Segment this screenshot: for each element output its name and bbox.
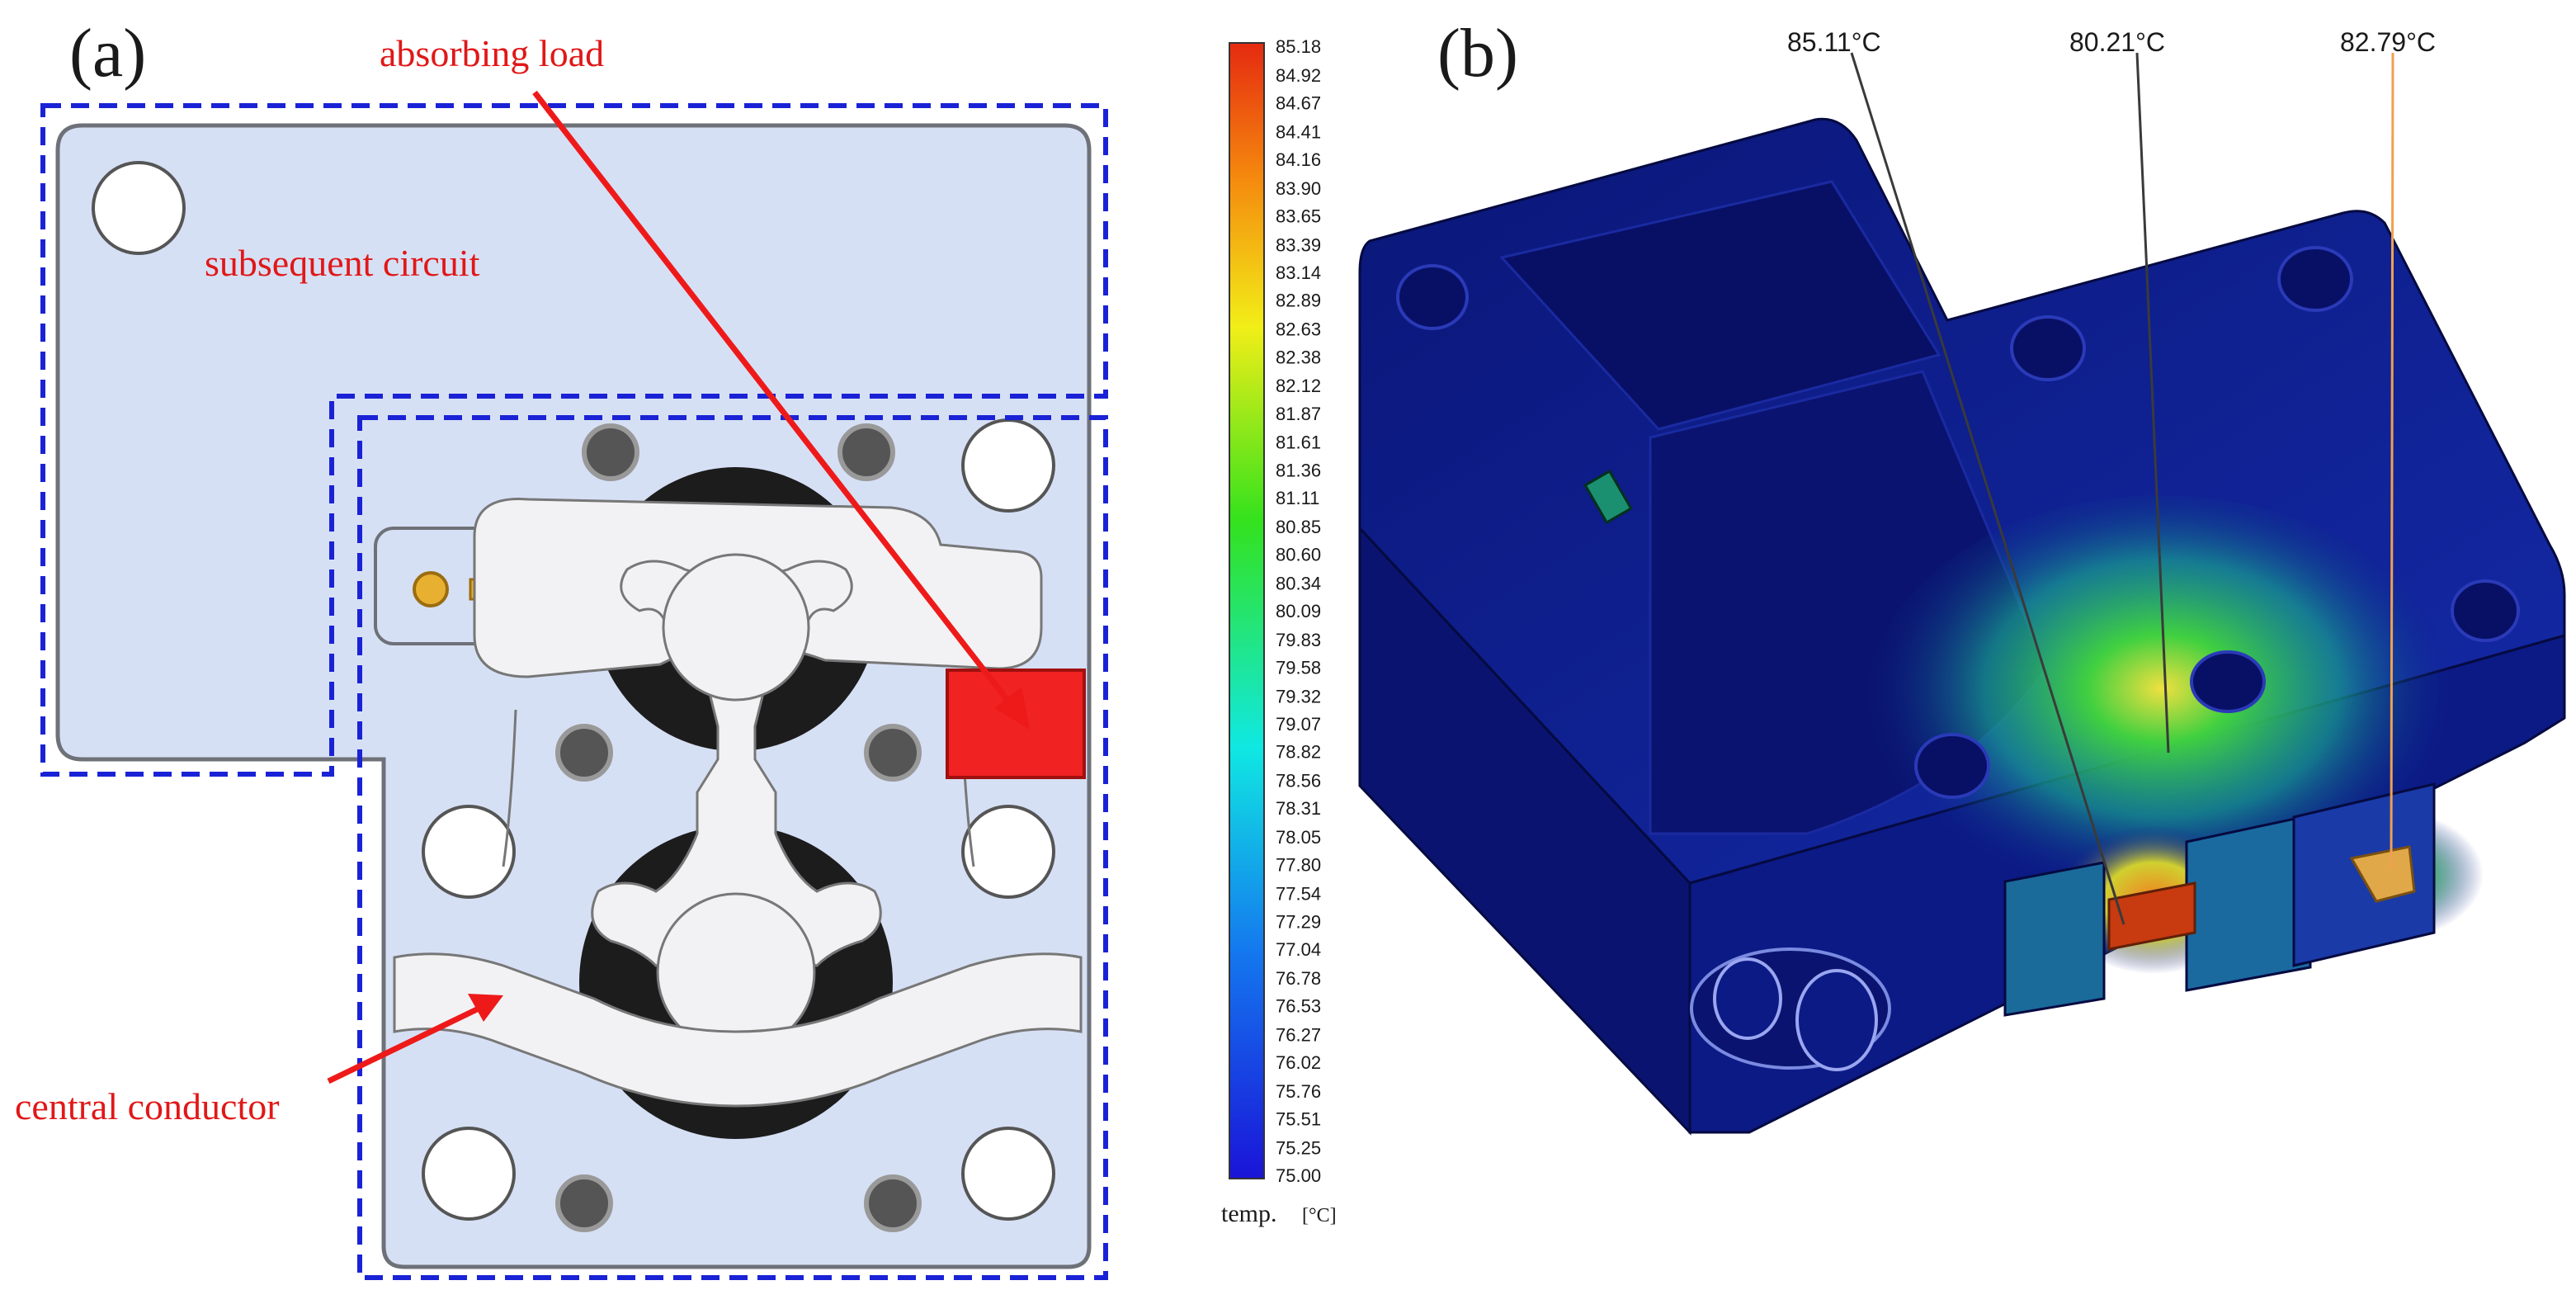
colorbar-unit: [°C] — [1302, 1205, 1337, 1226]
absorbing-load-arrowhead — [994, 687, 1030, 730]
circulator-region-boundary — [357, 415, 1108, 1280]
colorbar-tick-label: 78.82 — [1276, 742, 1321, 763]
colorbar-tick-label: 78.56 — [1276, 771, 1321, 791]
colorbar-tick-label: 79.83 — [1276, 630, 1321, 650]
probe-line-1 — [1850, 52, 2125, 925]
colorbar-tick-label: 84.16 — [1276, 149, 1321, 170]
colorbar-tick-label: 77.54 — [1276, 884, 1321, 905]
colorbar-tick-label: 78.05 — [1276, 827, 1321, 848]
probe-label-2: 80.21°C — [2069, 27, 2165, 57]
colorbar-gradient — [1229, 42, 1265, 1179]
colorbar-ticks: 85.18 84.92 84.67 84.41 84.16 83.90 83.65 83.39… — [1276, 36, 1321, 1186]
colorbar-tick-label: 76.02 — [1276, 1052, 1321, 1073]
probe-line-3 — [2390, 52, 2394, 871]
colorbar-tick-label: 76.53 — [1276, 995, 1321, 1016]
colorbar-tick-label: 75.25 — [1276, 1137, 1321, 1158]
central-conductor-arrow — [327, 1005, 480, 1084]
connector-pin — [413, 571, 449, 607]
housing-cavity-upper — [1499, 180, 1941, 431]
lower-conductor-band — [393, 952, 1083, 1108]
colorbar-tick-label: 83.90 — [1276, 178, 1321, 199]
upper-center — [662, 553, 810, 702]
absorbing-load-arrow — [532, 90, 1017, 712]
probe-line-2 — [2135, 52, 2170, 754]
colorbar-tick-label: 80.34 — [1276, 573, 1321, 593]
colorbar-tick-label: 76.78 — [1276, 968, 1321, 989]
colorbar-tick-label: 80.09 — [1276, 601, 1321, 621]
colorbar-tick-label: 75.51 — [1276, 1108, 1321, 1129]
port-slot-left — [2003, 861, 2106, 1017]
colorbar-tick-label: 82.63 — [1276, 319, 1321, 340]
colorbar-tick-label: 76.27 — [1276, 1024, 1321, 1045]
colorbar-tick-label: 83.39 — [1276, 235, 1321, 256]
colorbar-label: temp. — [1221, 1200, 1277, 1227]
absorbing-load-label: absorbing load — [380, 32, 604, 74]
colorbar-tick-label: 82.38 — [1276, 347, 1321, 367]
screw-heads — [555, 423, 922, 1232]
panel-b-label: (b) — [1437, 15, 1518, 92]
central-conductor-arrowhead — [468, 994, 503, 1022]
subsequent-circuit-label: subsequent circuit — [205, 242, 480, 284]
colorbar-tick-label: 79.32 — [1276, 686, 1321, 706]
subsequent-circuit-boundary — [40, 103, 1108, 777]
colorbar-tick-label: 80.85 — [1276, 517, 1321, 537]
probe-label-1: 85.11°C — [1787, 27, 1881, 57]
colorbar-tick-label: 84.92 — [1276, 65, 1321, 86]
colorbar-tick-label: 84.41 — [1276, 121, 1321, 142]
colorbar-tick-label: 85.18 — [1276, 36, 1321, 57]
colorbar-tick-label: 81.61 — [1276, 432, 1321, 453]
colorbar-tick-label: 79.07 — [1276, 714, 1321, 735]
colorbar-tick-label: 75.76 — [1276, 1081, 1321, 1102]
colorbar-tick-label: 82.12 — [1276, 376, 1321, 396]
colorbar-tick-label: 81.36 — [1276, 460, 1321, 480]
colorbar-tick-label: 83.65 — [1276, 206, 1321, 227]
load-block-hot — [2107, 881, 2196, 951]
mounting-holes — [422, 418, 1055, 1221]
panel-a: (a) — [15, 15, 1108, 1280]
side-connector-inner — [1795, 969, 1878, 1071]
side-connector-socket — [1713, 957, 1782, 1040]
colorbar-tick-label: 80.60 — [1276, 544, 1321, 565]
housing-holes — [1396, 246, 2520, 799]
colorbar-tick-label: 83.14 — [1276, 262, 1321, 283]
probe-label-3: 82.79°C — [2340, 27, 2436, 57]
colorbar-tick-label: 77.04 — [1276, 939, 1321, 960]
colorbar-tick-label: 75.00 — [1276, 1165, 1321, 1186]
colorbar-tick-label: 82.89 — [1276, 291, 1321, 311]
colorbar-tick-label: 77.29 — [1276, 911, 1321, 932]
colorbar-tick-label: 79.58 — [1276, 658, 1321, 678]
side-trace-left — [502, 709, 517, 867]
colorbar-tick-label: 81.11 — [1276, 488, 1319, 508]
mounting-hole — [92, 161, 186, 255]
colorbar-tick-label: 81.87 — [1276, 404, 1321, 424]
panel-b: (b) — [1358, 15, 2566, 1136]
central-conductor-label: central conductor — [15, 1085, 280, 1127]
panel-a-label: (a) — [69, 15, 146, 92]
port-slot-mid — [2185, 814, 2312, 992]
absorbing-load — [946, 669, 1086, 779]
temperature-colorbar: 85.18 84.92 84.67 84.41 84.16 83.90 83.65 83.39… — [1221, 36, 1337, 1227]
colorbar-tick-label: 84.67 — [1276, 93, 1321, 114]
upper-junction — [591, 560, 882, 967]
colorbar-tick-label: 78.31 — [1276, 798, 1321, 819]
cavity-component — [1583, 469, 1633, 525]
colorbar-tick-label: 77.80 — [1276, 855, 1321, 876]
